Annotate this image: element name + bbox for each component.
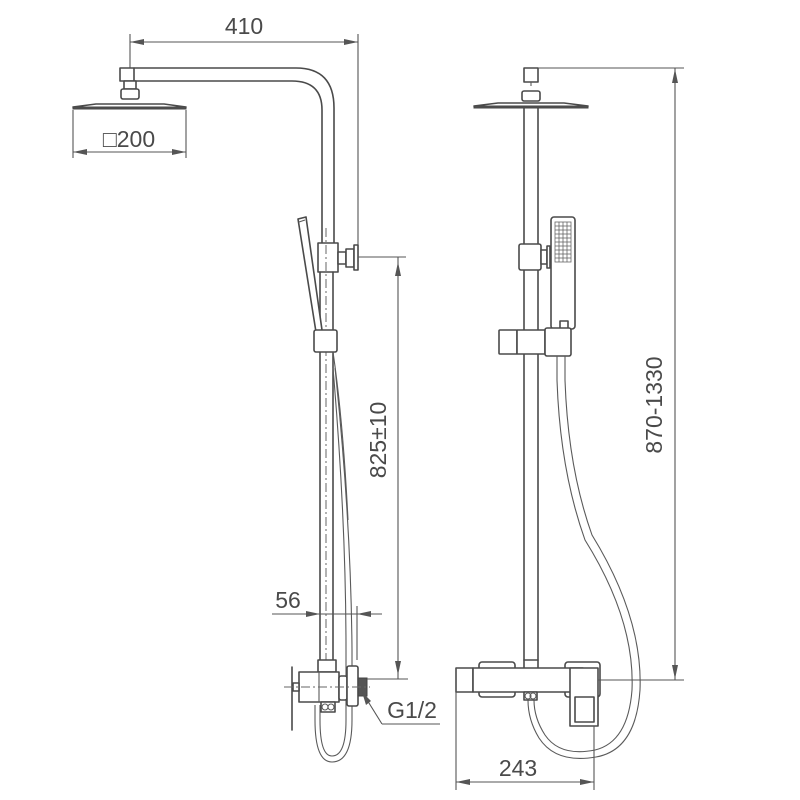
slider-holder-side [313, 329, 338, 353]
slide-rail-side [319, 228, 334, 680]
dimension-outlet-height: 825±10 [365, 257, 408, 680]
dimension-label-mixer-width: 243 [499, 755, 537, 781]
dimension-label-arm-reach: 410 [225, 13, 263, 39]
slide-rail-front [523, 107, 539, 661]
dimension-arm-reach: 410 [129, 13, 359, 262]
shower-arm [119, 67, 335, 246]
dimension-wall-offset: 56 [272, 587, 382, 660]
thread-label: G1/2 [387, 697, 437, 723]
diverter-connector [317, 242, 406, 273]
hand-shower-front [550, 216, 576, 330]
mixer-valve-front [455, 659, 601, 727]
hose-side [314, 351, 353, 763]
front-view: 870-1330 243 [455, 67, 684, 790]
hand-shower-side [297, 216, 323, 333]
slider-holder-front [498, 327, 572, 357]
dimension-label-outlet-height: 825±10 [365, 402, 391, 479]
dimension-mixer-width: 243 [455, 668, 595, 790]
dimension-label-total-height: 870-1330 [641, 356, 667, 453]
thread-callout: G1/2 [362, 692, 440, 725]
rain-shower-head-front [473, 67, 684, 109]
side-view: 410 □200 [72, 13, 440, 763]
mixer-valve-side [284, 659, 370, 731]
diverter-front [518, 243, 551, 271]
dimension-label-wall-offset: 56 [275, 587, 301, 613]
dimension-label-head-size: □200 [103, 126, 155, 152]
hose-front [527, 356, 641, 760]
dimension-head-size: □200 [72, 110, 187, 158]
rain-shower-head-side [72, 80, 187, 110]
dimension-total-height: 870-1330 [598, 68, 684, 681]
